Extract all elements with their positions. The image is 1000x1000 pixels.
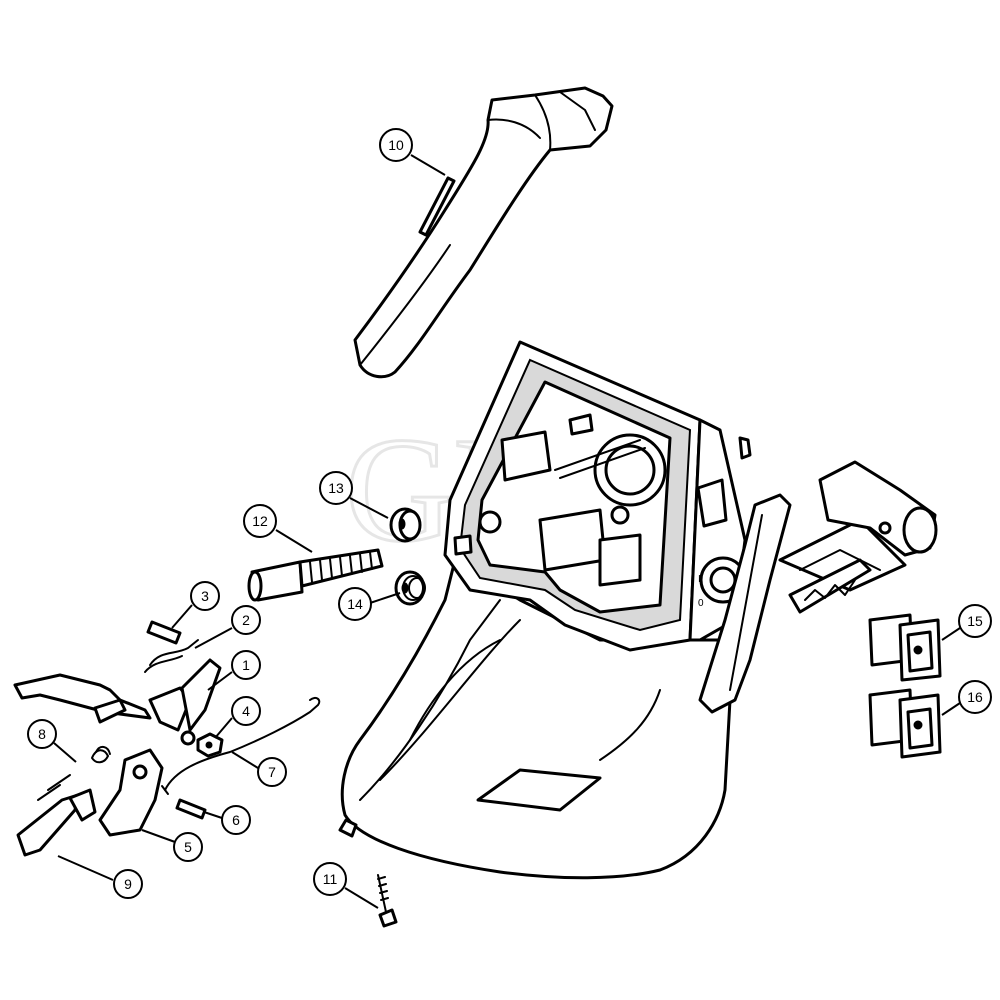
svg-text:13: 13: [328, 480, 344, 496]
svg-text:1: 1: [242, 657, 250, 673]
callout-15: 15: [958, 604, 992, 638]
nut-4: [196, 732, 224, 758]
front-handle-bar: [698, 436, 938, 714]
callout-3: 3: [190, 581, 220, 611]
switch-mark-off: 0: [698, 598, 704, 609]
trigger-lever-5: [98, 748, 164, 837]
svg-text:6: 6: [232, 812, 240, 828]
main-housing: I 0: [338, 340, 747, 880]
svg-text:12: 12: [252, 513, 268, 529]
svg-text:7: 7: [268, 764, 276, 780]
spring-clip-2: [144, 639, 199, 673]
callout-6: 6: [221, 805, 251, 835]
screw-11: [377, 874, 398, 928]
callout-5: 5: [173, 832, 203, 862]
callout-11: 11: [313, 862, 347, 896]
spring-8: [91, 746, 111, 764]
pin-3: [146, 620, 182, 645]
throttle-lockout-9: [16, 774, 97, 857]
throttle-trigger-assembly-1: [13, 658, 222, 746]
svg-text:2: 2: [242, 612, 250, 628]
callout-1: 1: [231, 650, 261, 680]
svg-text:16: 16: [967, 689, 983, 705]
throttle-rod-7: [161, 696, 321, 795]
svg-text:3: 3: [201, 588, 209, 604]
svg-text:9: 9: [124, 876, 132, 892]
threaded-rod-12: [247, 548, 384, 602]
svg-text:8: 8: [38, 726, 46, 742]
callout-16: 16: [958, 680, 992, 714]
callout-4: 4: [231, 696, 261, 726]
svg-text:4: 4: [242, 703, 250, 719]
svg-text:11: 11: [323, 871, 338, 887]
connector-16: [868, 688, 942, 759]
callout-7: 7: [257, 757, 287, 787]
callout-9: 9: [113, 869, 143, 899]
svg-text:10: 10: [388, 137, 404, 153]
connector-15: [868, 613, 942, 682]
callout-13: 13: [319, 471, 353, 505]
callout-10: 10: [379, 128, 413, 162]
svg-text:14: 14: [347, 596, 363, 612]
svg-text:15: 15: [967, 613, 983, 629]
svg-text:5: 5: [184, 839, 192, 855]
callout-8: 8: [27, 719, 57, 749]
spring-14: [394, 570, 426, 606]
callout-12: 12: [243, 504, 277, 538]
switch-mark-on: I: [698, 574, 701, 585]
pin-6: [175, 798, 207, 820]
rear-handle-cover: [353, 86, 614, 379]
grommet-13: [389, 507, 422, 543]
leader-lines: [53, 154, 961, 909]
callout-14: 14: [338, 587, 372, 621]
callout-2: 2: [231, 605, 261, 635]
